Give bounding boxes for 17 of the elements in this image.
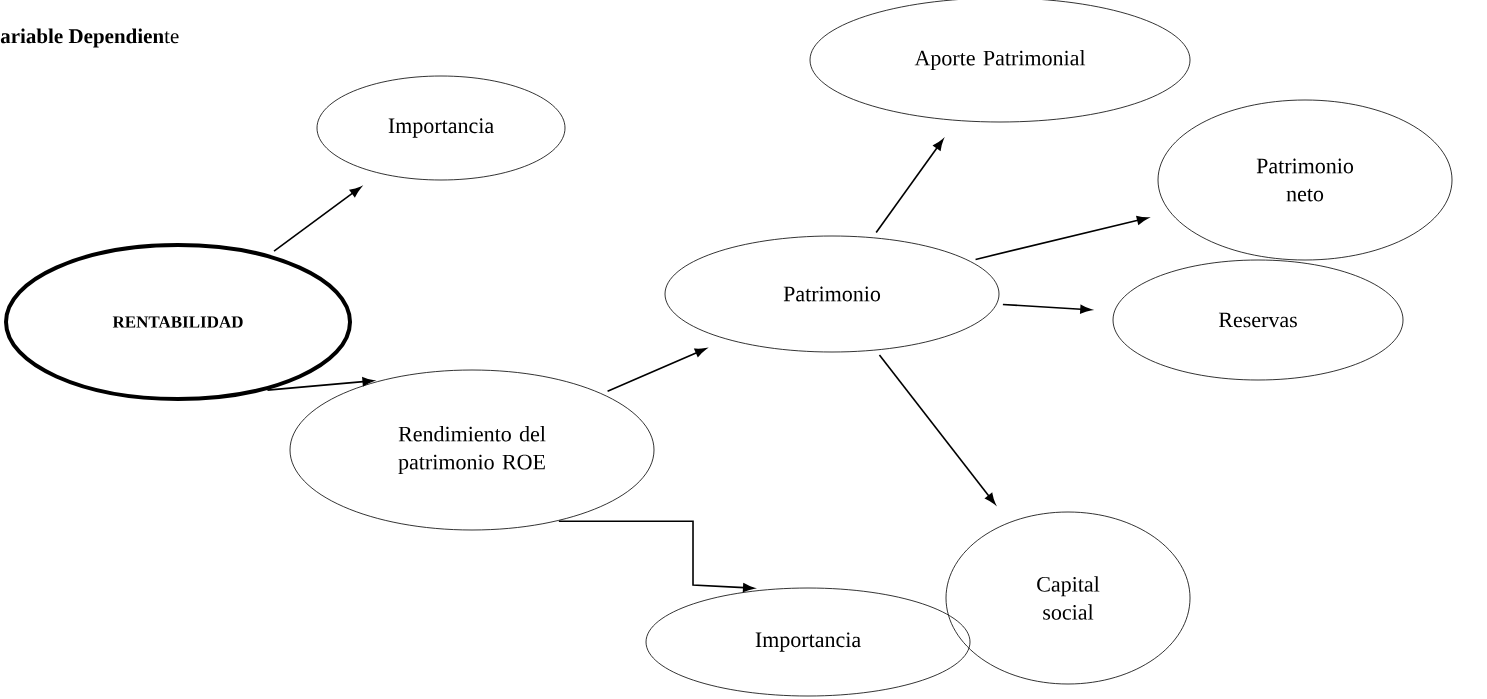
heading: ariable Dependiente bbox=[0, 28, 179, 48]
ellipse-node: RENTABILIDAD bbox=[4, 243, 352, 401]
ellipse-node: Importancia bbox=[316, 75, 566, 181]
ellipse-node: Capital social bbox=[945, 511, 1191, 685]
arrow bbox=[875, 139, 944, 234]
arrow bbox=[606, 348, 707, 393]
arrow bbox=[273, 186, 362, 252]
arrow bbox=[878, 354, 996, 505]
arrow bbox=[1002, 303, 1092, 314]
ellipse-node: Patrimonio bbox=[664, 235, 1000, 353]
ellipse-node: Reservas bbox=[1112, 259, 1404, 381]
arrow bbox=[266, 377, 374, 391]
ellipse-node: Patrimonio neto bbox=[1157, 99, 1453, 261]
ellipse-node: Rendimiento del patrimonio ROE bbox=[289, 369, 655, 531]
arrow bbox=[558, 520, 755, 593]
ellipse-node: Importancia bbox=[645, 587, 971, 697]
arrow bbox=[974, 215, 1149, 261]
